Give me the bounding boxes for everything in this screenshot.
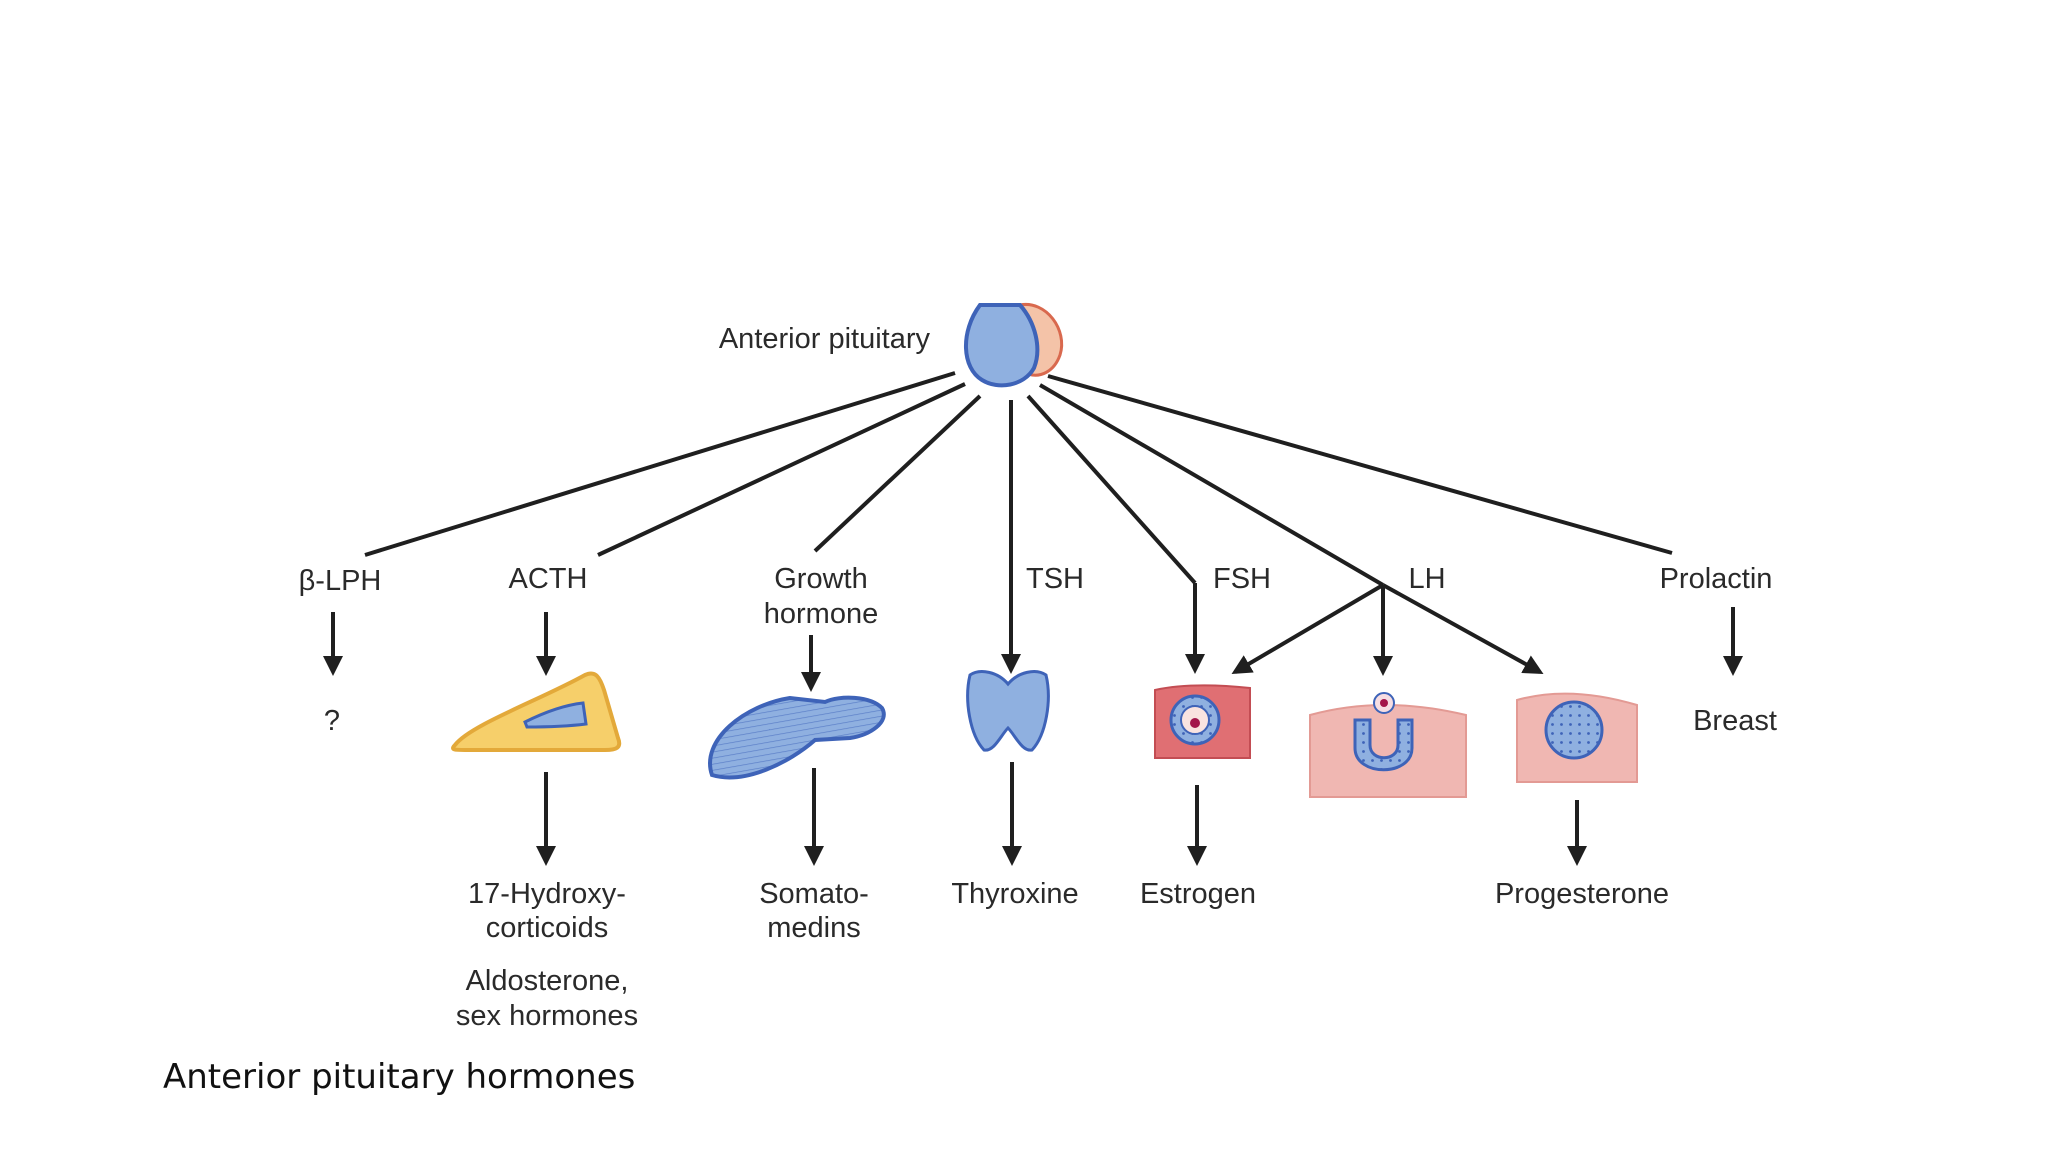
product-sex-hormones-label: sex hormones xyxy=(456,1000,638,1032)
anterior-pituitary-label: Anterior pituitary xyxy=(719,323,931,355)
hormone-lh-label: LH xyxy=(1408,563,1445,595)
target-arrows xyxy=(323,607,1743,692)
product-17-hydroxycorticoids-label: 17-Hydroxy- xyxy=(468,878,626,910)
hormone-tsh-label: TSH xyxy=(1026,563,1084,595)
thyroid-gland-icon xyxy=(966,670,1050,752)
hormone-blph-label: β-LPH xyxy=(299,565,382,597)
product-arrows xyxy=(536,762,1587,866)
connector-lines xyxy=(364,371,1673,676)
hormone-gh-label-2: hormone xyxy=(764,598,878,630)
product-thyroxine-label: Thyroxine xyxy=(951,878,1078,910)
product-somatomedins-label-2: medins xyxy=(767,912,861,944)
ovulating-follicle-icon xyxy=(1309,692,1467,798)
product-progesterone-label: Progesterone xyxy=(1495,878,1669,910)
hormone-gh-label: Growth xyxy=(774,563,867,595)
muscle-cell-icon xyxy=(708,695,886,780)
breast-target-label: Breast xyxy=(1693,705,1777,737)
product-somatomedins-label: Somato- xyxy=(759,878,869,910)
corpus-luteum-icon xyxy=(1516,692,1638,783)
product-17-hydroxycorticoids-label-2: corticoids xyxy=(486,912,609,944)
hormone-prolactin-label: Prolactin xyxy=(1660,563,1773,595)
pituitary-gland-icon xyxy=(964,303,1064,388)
hormone-fsh-label: FSH xyxy=(1213,563,1271,595)
blph-target-label: ? xyxy=(324,705,340,737)
product-estrogen-label: Estrogen xyxy=(1140,878,1256,910)
hormone-acth-label: ACTH xyxy=(509,563,588,595)
product-aldosterone-label: Aldosterone, xyxy=(466,965,629,997)
adrenal-cell-icon xyxy=(451,671,622,752)
ovarian-follicle-fsh-icon xyxy=(1154,684,1251,759)
slide-caption: Anterior pituitary hormones xyxy=(163,1057,636,1097)
